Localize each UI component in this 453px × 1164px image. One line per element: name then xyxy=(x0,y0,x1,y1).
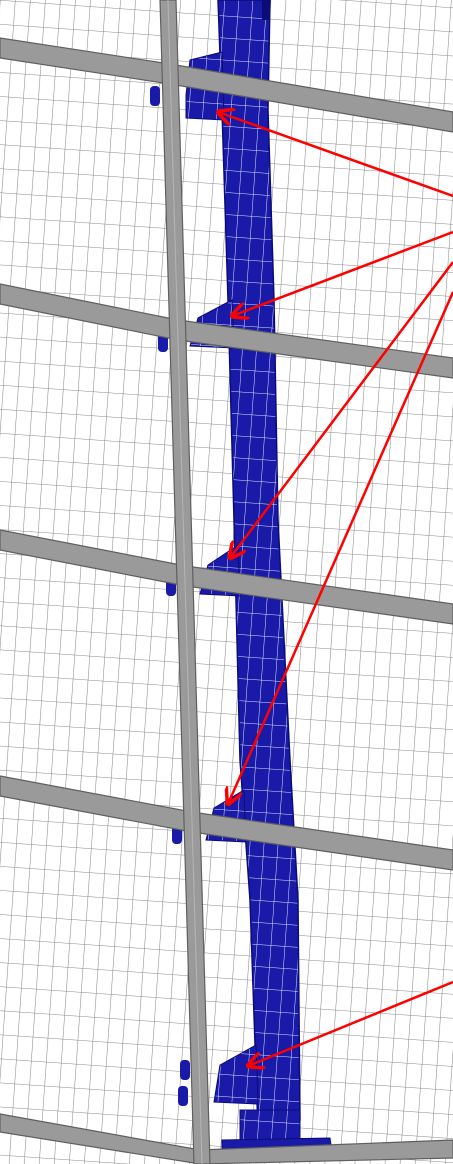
callout-arrow-2 xyxy=(232,230,453,316)
callout-arrow-5 xyxy=(248,980,453,1066)
callout-arrow-1 xyxy=(218,112,453,198)
callout-arrow-4 xyxy=(228,291,453,804)
frame-stile xyxy=(159,0,211,1164)
callout-arrows xyxy=(218,112,453,1066)
callout-arrow-3 xyxy=(230,261,453,558)
frame-rails xyxy=(0,37,453,1164)
mounting-post xyxy=(217,0,333,1155)
